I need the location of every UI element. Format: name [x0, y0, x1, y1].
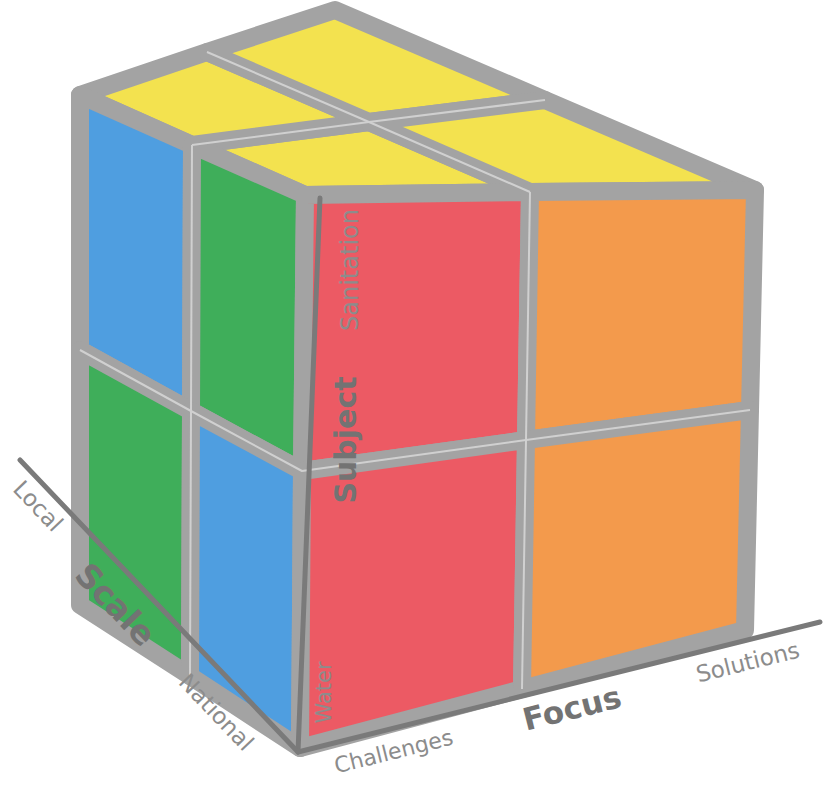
axis-end-label: Local	[9, 476, 67, 535]
piece-seams	[80, 52, 750, 689]
axis-end-label: Sanitation	[338, 209, 362, 331]
axis-title: Subject	[331, 376, 361, 503]
cube-left	[80, 95, 305, 748]
axis-end-label: Water	[313, 661, 334, 723]
scale-axis	[20, 460, 298, 752]
right-stickers	[300, 190, 755, 748]
cube-right	[300, 190, 755, 748]
left-stickers	[80, 95, 305, 748]
focus-axis	[298, 622, 820, 752]
